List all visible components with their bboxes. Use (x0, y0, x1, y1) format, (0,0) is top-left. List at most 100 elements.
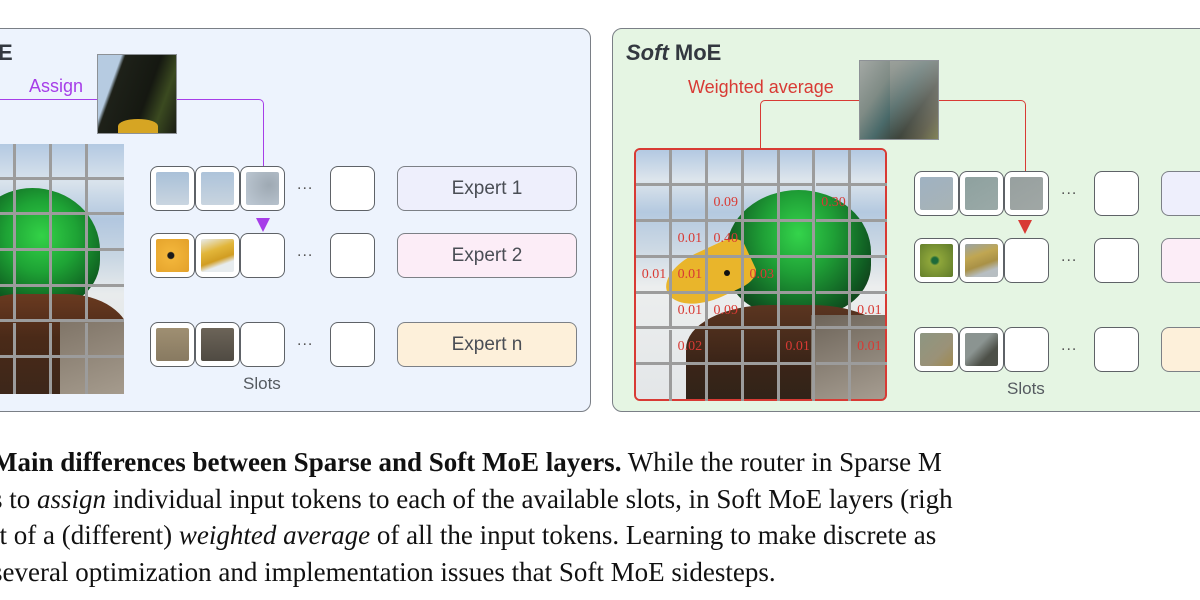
token-cell (636, 365, 672, 402)
caption-text: individual input tokens to each of the a… (106, 483, 953, 514)
slot (150, 166, 195, 211)
token-cell (52, 144, 88, 180)
routing-weight-label: 0.09 (713, 302, 739, 318)
token-cell (16, 286, 52, 323)
ellipsis: ... (297, 332, 314, 349)
assigned-token-thumbnail (97, 54, 177, 134)
figure-caption: Main differences between Sparse and Soft… (0, 444, 1200, 590)
caption-emphasis: weighted average (178, 520, 371, 550)
routing-weight-label: 0.40 (713, 230, 739, 246)
slot (959, 171, 1004, 216)
slots-label-left: Slots (243, 374, 281, 393)
token-cell (707, 221, 744, 258)
token-cell (0, 179, 16, 216)
token-cell (88, 358, 124, 394)
caption-text: lt of a (different) (0, 520, 179, 550)
token-cell (815, 150, 852, 186)
token-cell (88, 323, 124, 359)
token-cell (88, 144, 124, 180)
token-cell (708, 365, 744, 402)
token-cell (815, 221, 852, 258)
token-cell (671, 293, 708, 330)
token-cell (88, 287, 124, 323)
token-cell (0, 358, 16, 394)
token-cell (88, 251, 124, 287)
token-cell (0, 322, 16, 359)
caption-emphasis: assign (37, 483, 107, 514)
token-cell (636, 329, 672, 366)
caption-text: several optimization and implementation … (0, 556, 776, 587)
slots-label-right: Slots (1007, 379, 1045, 398)
token-cell (636, 185, 672, 222)
token-cell (52, 215, 88, 252)
token-cell (16, 179, 52, 216)
caption-text: While the router in Sparse M (621, 447, 942, 477)
token-cell (671, 185, 708, 222)
token-cell (671, 221, 708, 258)
caption-bold-lead: Main differences between Sparse and Soft… (0, 447, 622, 477)
expert-2-box-right (1161, 238, 1200, 283)
routing-weight-label: 0.01 (857, 302, 882, 318)
token-cell (0, 251, 16, 287)
slot (195, 322, 240, 367)
token-cell (779, 185, 816, 222)
token-cell (743, 221, 780, 258)
slot (1094, 327, 1139, 372)
slot (330, 322, 375, 367)
routing-weight-label: 0.01 (641, 266, 667, 282)
token-cell (16, 251, 52, 287)
slot (330, 233, 375, 278)
token-cell (672, 365, 708, 402)
slot (959, 327, 1004, 372)
mixed-token-thumbnail (859, 60, 939, 140)
token-cell (851, 365, 887, 401)
weighted-average-label: Weighted average (688, 77, 834, 97)
expert-n-box-right (1161, 327, 1200, 372)
expert-1-box-right (1161, 171, 1200, 216)
token-cell (707, 150, 744, 186)
expert-n-box: Expert n (397, 322, 577, 367)
caption-line-3: lt of a (different) weighted average of … (0, 517, 1200, 554)
slot (1004, 238, 1049, 283)
ellipsis: ... (1061, 181, 1078, 198)
slot (330, 166, 375, 211)
beak-fragment (118, 119, 158, 133)
token-cell (16, 358, 52, 394)
caption-line-4: several optimization and implementation … (0, 554, 1200, 591)
token-cell (815, 257, 852, 294)
soft-moe-title-italic: Soft (626, 40, 669, 65)
token-cell (0, 215, 16, 252)
slot (959, 238, 1004, 283)
slot (195, 166, 240, 211)
slot (150, 322, 195, 367)
token-cell (0, 286, 16, 323)
duck-image-tokens-right (634, 148, 887, 401)
token-cell (671, 150, 708, 186)
routing-weight-label: 0.09 (713, 194, 739, 210)
routing-weight-label: 0.03 (749, 266, 774, 282)
token-cell (16, 322, 52, 359)
soft-moe-title: Soft MoE (626, 40, 721, 66)
slot (195, 233, 240, 278)
token-cell (743, 150, 780, 186)
token-cell (815, 329, 852, 366)
token-cell (779, 221, 816, 258)
weighted-average-wire-in (760, 100, 859, 149)
routing-weight-label: 0.01 (785, 338, 810, 354)
token-cell (851, 294, 888, 330)
assign-wire-in (0, 99, 97, 100)
slot (1094, 238, 1139, 283)
routing-weight-label: 0.01 (677, 302, 703, 318)
token-cell (851, 330, 888, 366)
token-cell (743, 257, 780, 294)
token-cell (744, 365, 780, 402)
token-cell (815, 185, 852, 222)
token-cell (636, 257, 672, 294)
token-cell (671, 257, 708, 294)
slot (240, 233, 285, 278)
slot (914, 238, 959, 283)
assign-label: Assign (29, 76, 84, 96)
token-cell (52, 322, 88, 359)
token-cell (88, 215, 124, 252)
caption-line-2: s to assign individual input tokens to e… (0, 481, 1200, 518)
